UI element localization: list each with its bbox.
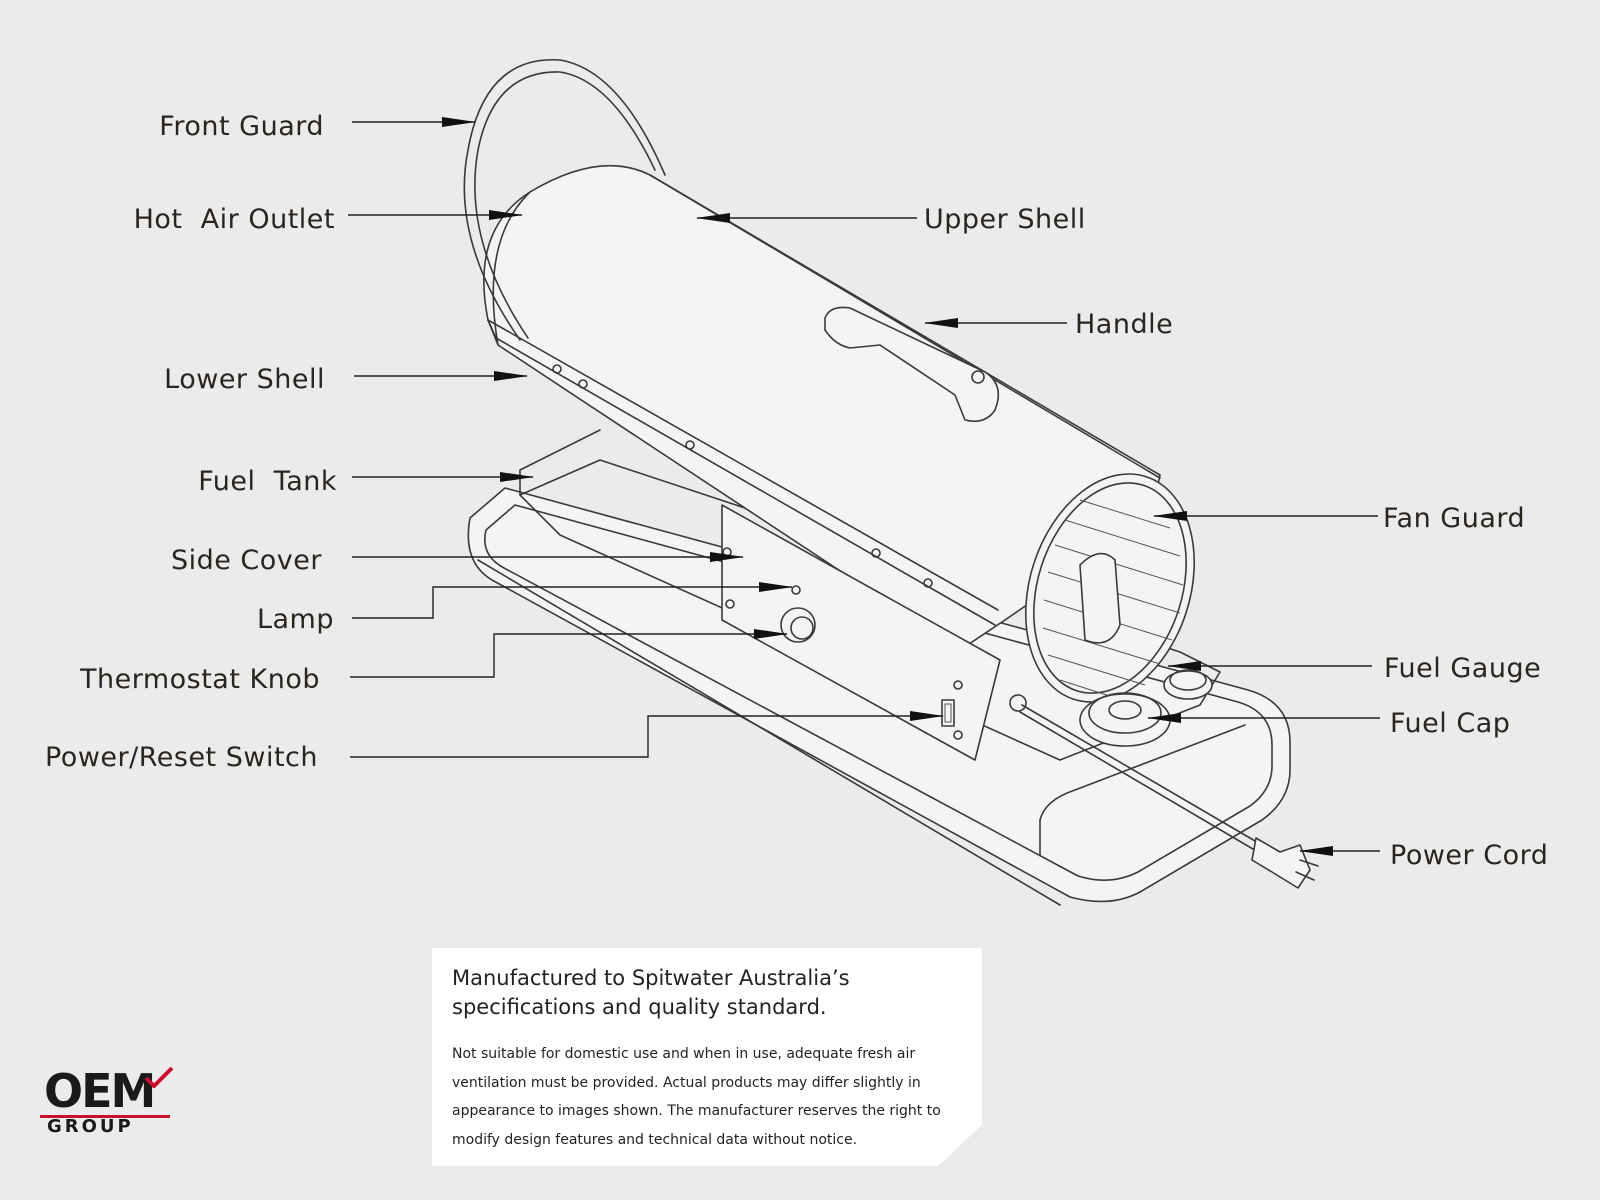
- leader-lines: [348, 117, 1380, 856]
- checkmark-icon: [144, 1066, 174, 1088]
- logo-wordmark: OEM: [44, 1064, 156, 1118]
- label-front-guard: Front Guard: [159, 111, 324, 142]
- logo-subtitle: GROUP: [47, 1116, 134, 1137]
- part-labels: Front Guard Hot Air Outlet Lower Shell F…: [45, 111, 1548, 871]
- logo-underline: [40, 1115, 170, 1118]
- label-fuel-gauge: Fuel Gauge: [1384, 653, 1541, 684]
- label-power-reset-switch: Power/Reset Switch: [45, 742, 318, 773]
- label-fuel-cap: Fuel Cap: [1390, 708, 1510, 739]
- disclaimer-title: Manufactured to Spitwater Australia’s sp…: [452, 966, 850, 1019]
- label-fuel-tank: Fuel Tank: [198, 466, 337, 497]
- disclaimer-panel: Manufactured to Spitwater Australia’s sp…: [432, 948, 982, 1166]
- label-handle: Handle: [1075, 309, 1173, 340]
- label-hot-air-outlet: Hot Air Outlet: [134, 204, 335, 235]
- label-lower-shell: Lower Shell: [164, 364, 325, 395]
- label-side-cover: Side Cover: [171, 545, 322, 576]
- label-lamp: Lamp: [257, 604, 334, 635]
- label-thermostat-knob: Thermostat Knob: [79, 664, 320, 695]
- label-fan-guard: Fan Guard: [1383, 503, 1525, 534]
- label-power-cord: Power Cord: [1390, 840, 1548, 871]
- heater-illustration: [463, 59, 1319, 906]
- oem-group-logo: OEM GROUP: [40, 1066, 180, 1146]
- label-upper-shell: Upper Shell: [924, 204, 1086, 235]
- disclaimer-body: Not suitable for domestic use and when i…: [452, 1046, 941, 1148]
